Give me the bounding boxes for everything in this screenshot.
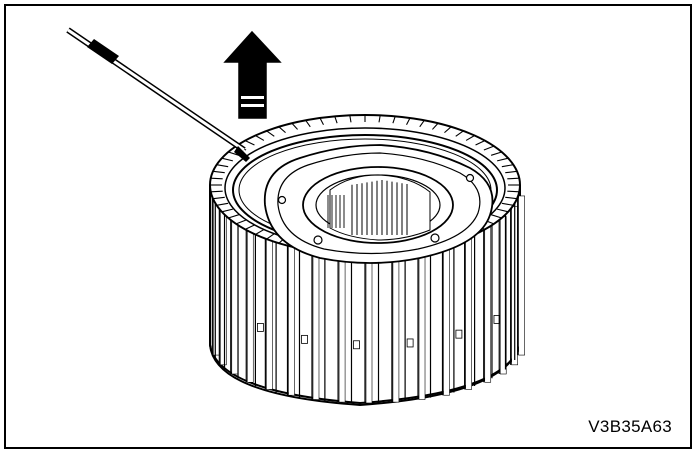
rim-tooth	[221, 208, 234, 213]
rim-tooth	[221, 157, 234, 162]
spline-rib	[365, 247, 373, 404]
rim-tooth	[210, 177, 223, 180]
spline-rib	[392, 246, 400, 403]
rim-tooth	[278, 126, 286, 134]
rim-tooth	[490, 214, 502, 219]
rim-tooth	[305, 120, 311, 128]
rim-tooth	[349, 115, 352, 123]
rim-tooth	[490, 151, 502, 156]
rim-tooth	[244, 140, 255, 146]
rim-tooth	[255, 229, 265, 235]
spline-rib	[312, 243, 320, 400]
rim-tooth	[216, 164, 229, 168]
rim-tooth	[507, 177, 520, 180]
rim-tooth	[255, 135, 265, 141]
rim-tooth	[505, 170, 518, 174]
rim-tooth	[465, 135, 475, 141]
rim-tooth	[212, 196, 225, 200]
rim-tooth	[501, 164, 514, 168]
spline-slot	[406, 338, 414, 348]
spline-rib	[338, 246, 346, 403]
drum-splines	[211, 195, 525, 404]
rim-tooth	[216, 202, 229, 206]
spline-rib	[266, 232, 273, 390]
rim-tooth	[319, 117, 324, 125]
rim-tooth	[266, 130, 275, 137]
rim-tooth	[483, 145, 495, 151]
spline-rib	[418, 243, 426, 400]
rim-tooth	[496, 208, 509, 213]
figure-code-label: V3B35A63	[588, 417, 672, 436]
rim-tooth	[228, 151, 240, 156]
spline-slot	[353, 340, 360, 350]
rim-tooth	[505, 196, 518, 200]
rim-tooth	[475, 140, 486, 146]
rim-tooth	[496, 157, 509, 162]
spline-slot	[256, 323, 264, 332]
spline-slot	[455, 329, 463, 339]
spline-rib	[465, 232, 472, 390]
rim-tooth	[210, 190, 223, 193]
spline-rib	[288, 239, 295, 396]
rim-tooth	[235, 219, 247, 225]
rim-tooth	[432, 122, 439, 130]
rim-tooth	[406, 117, 411, 125]
rim-tooth	[507, 190, 520, 193]
rim-tooth	[378, 115, 381, 123]
rim-tooth	[392, 116, 396, 124]
rim-tooth	[228, 214, 240, 219]
spline-rib	[484, 225, 492, 383]
inner-hub	[302, 166, 454, 244]
rim-tooth	[501, 202, 514, 206]
spline-rib	[518, 195, 525, 356]
rim-tooth	[444, 126, 452, 134]
spline-rib	[443, 239, 450, 396]
rim-tooth	[266, 233, 275, 240]
rim-tooth	[419, 120, 425, 128]
spline-rib	[213, 195, 220, 356]
up-arrow-icon	[223, 30, 282, 119]
rim-tooth	[455, 130, 464, 137]
spline-rib	[246, 225, 254, 383]
spline-slot	[301, 334, 308, 344]
rim-tooth	[334, 116, 338, 124]
spline-rib	[231, 216, 239, 375]
rim-tooth	[212, 170, 225, 174]
screwdriver-tool	[66, 27, 250, 162]
rim-tooth	[291, 122, 298, 130]
rim-tooth	[244, 224, 255, 230]
spline-rib	[220, 206, 227, 366]
hub-splines	[327, 180, 408, 235]
